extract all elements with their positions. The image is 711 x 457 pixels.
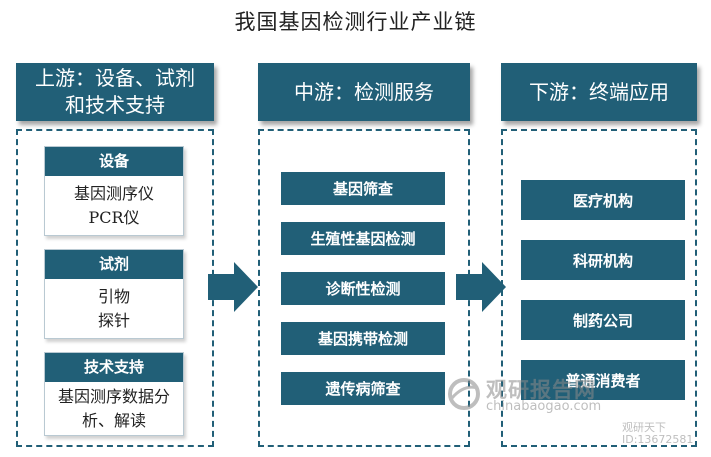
card-line: PCR仪 [88, 208, 140, 227]
midstream-header-text: 中游：检测服务 [294, 79, 434, 104]
midstream-item-label: 基因携带检测 [317, 330, 408, 348]
watermark-id: ID:13672581 [622, 433, 694, 446]
midstream-item-label: 遗传病筛查 [325, 380, 401, 398]
card-line: 引物 [97, 287, 130, 306]
midstream-item-label: 基因筛查 [332, 180, 393, 198]
downstream-item-label: 制药公司 [572, 311, 633, 330]
downstream-item: 普通消费者 [521, 360, 685, 400]
upstream-card-equipment: 设备 基因测序仪 PCR仪 [44, 146, 184, 236]
midstream-item: 生殖性基因检测 [281, 222, 445, 255]
midstream-item: 基因筛查 [281, 172, 445, 205]
card-line: 探针 [97, 311, 130, 330]
downstream-header: 下游：终端应用 [501, 63, 697, 121]
downstream-item: 医疗机构 [521, 180, 685, 220]
downstream-item-label: 普通消费者 [565, 371, 641, 390]
arrow-right-icon [456, 262, 506, 312]
downstream-header-text: 下游：终端应用 [529, 79, 669, 104]
midstream-item-label: 诊断性检测 [325, 280, 401, 298]
card-line: 基因测序仪 [73, 184, 154, 203]
downstream-item-label: 医疗机构 [572, 191, 633, 210]
downstream-panel [501, 129, 697, 447]
watermark-logo-icon [448, 378, 480, 410]
page-title: 我国基因检测行业产业链 [234, 10, 477, 34]
card-line: 析、解读 [81, 411, 146, 430]
watermark-brand: 观研报告网 [486, 377, 596, 402]
downstream-item: 制药公司 [521, 300, 685, 340]
watermark-site: chinabaogao.com [486, 399, 602, 414]
midstream-item: 遗传病筛查 [281, 372, 445, 405]
watermark-corner-text: 观研天下 [622, 421, 666, 434]
arrow-right-icon [208, 262, 258, 312]
midstream-item: 基因携带检测 [281, 322, 445, 355]
downstream-item-label: 科研机构 [572, 251, 633, 270]
downstream-item: 科研机构 [521, 240, 685, 280]
midstream-header: 中游：检测服务 [258, 63, 470, 121]
card-title: 设备 [45, 147, 183, 176]
upstream-card-tech-support: 技术支持 基因测序数据分 析、解读 [44, 352, 184, 436]
card-title: 试剂 [45, 250, 183, 279]
upstream-header-text: 上游：设备、试剂和技术支持 [35, 66, 195, 117]
upstream-card-reagent: 试剂 引物 探针 [44, 249, 184, 339]
midstream-item: 诊断性检测 [281, 272, 445, 305]
card-line: 基因测序数据分 [57, 387, 170, 406]
upstream-header: 上游：设备、试剂和技术支持 [16, 63, 214, 121]
card-title: 技术支持 [45, 353, 183, 382]
midstream-item-label: 生殖性基因检测 [310, 230, 416, 248]
